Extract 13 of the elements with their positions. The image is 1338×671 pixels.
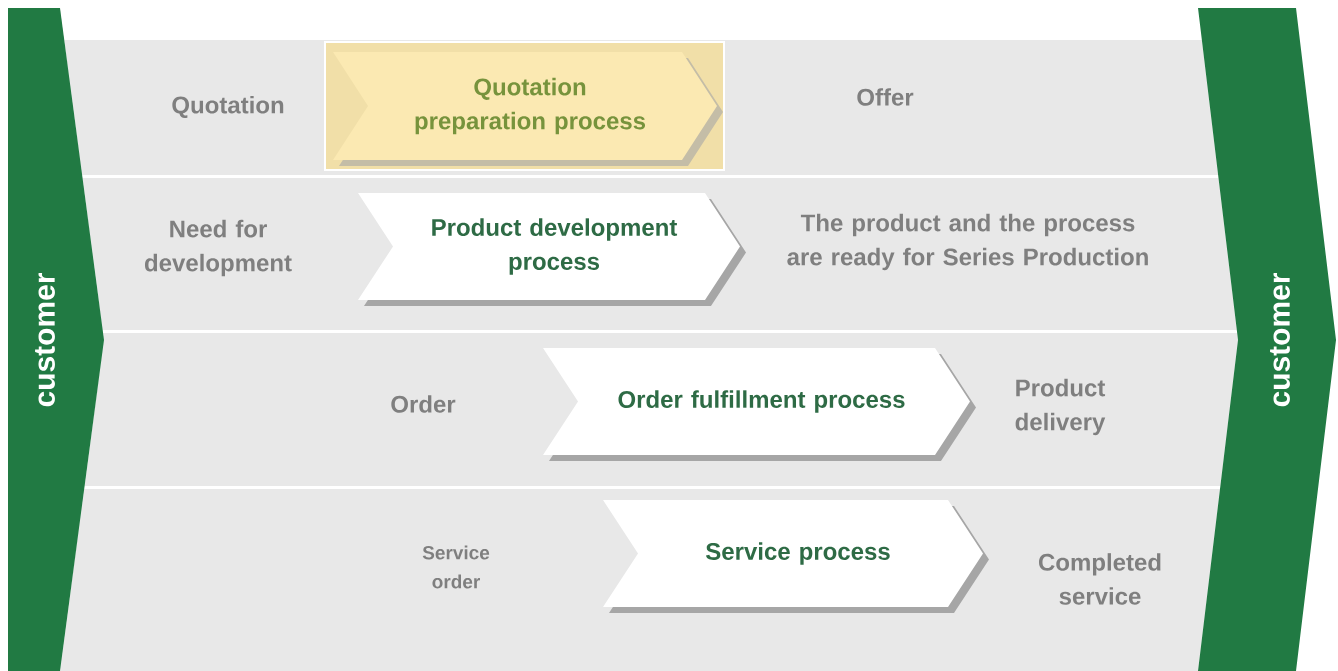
customer-chevron: customer — [8, 8, 104, 671]
process-step: Service process — [603, 500, 989, 613]
io-label: Completed service — [1039, 553, 1161, 605]
io-label: Offer — [857, 88, 914, 106]
io-label: Order — [391, 395, 456, 413]
process-step: Order fulfillment process — [543, 348, 976, 461]
process-step: Quotation preparation process — [324, 41, 725, 171]
io-label: Product delivery — [1015, 378, 1106, 436]
io-label: Need for development — [145, 219, 292, 277]
customer-chevron: customer — [1198, 8, 1336, 671]
io-label: The product and the process are ready for Series Production — [787, 213, 1148, 271]
io-label: Quotation — [172, 95, 284, 119]
io-label: Service order — [422, 545, 490, 589]
